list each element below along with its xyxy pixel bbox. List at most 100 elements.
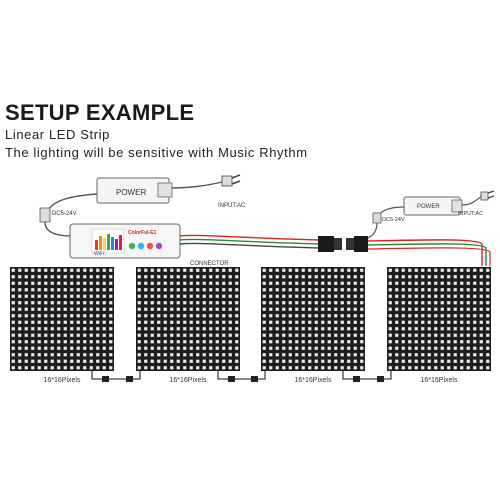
led-pixel: [18, 353, 22, 357]
led-pixel: [269, 346, 273, 350]
led-pixel: [288, 320, 292, 324]
led-pixel: [347, 340, 351, 344]
led-pixel: [24, 281, 28, 285]
led-pixel: [460, 288, 464, 292]
led-pixel: [215, 333, 219, 337]
led-pixel: [24, 327, 28, 331]
led-pixel: [340, 366, 344, 370]
led-pixel: [388, 288, 392, 292]
led-pixel: [340, 320, 344, 324]
led-pixel: [340, 359, 344, 363]
led-pixel: [109, 268, 113, 272]
led-pixel: [301, 327, 305, 331]
led-pixel: [434, 288, 438, 292]
led-pixel: [414, 281, 418, 285]
led-pixel: [163, 340, 167, 344]
led-pixel: [102, 333, 106, 337]
led-pixel: [427, 359, 431, 363]
led-pixel: [96, 340, 100, 344]
led-pixel: [31, 366, 35, 370]
led-pixel: [360, 275, 364, 279]
led-pixel: [408, 307, 412, 311]
led-pixel: [196, 275, 200, 279]
led-pixel: [340, 268, 344, 272]
led-pixel: [31, 294, 35, 298]
led-pixel: [209, 346, 213, 350]
led-pixel: [321, 327, 325, 331]
led-pixel: [321, 288, 325, 292]
led-pixel: [235, 301, 239, 305]
led-pixel: [460, 366, 464, 370]
led-pixel: [102, 301, 106, 305]
led-pixel: [96, 320, 100, 324]
led-pixel: [427, 288, 431, 292]
led-pixel: [275, 288, 279, 292]
led-pixel: [427, 307, 431, 311]
led-pixel: [447, 346, 451, 350]
led-pixel: [408, 327, 412, 331]
led-pixel: [327, 359, 331, 363]
led-pixel: [11, 314, 15, 318]
led-pixel: [76, 294, 80, 298]
led-pixel: [70, 359, 74, 363]
led-pixel: [334, 307, 338, 311]
led-pixel: [388, 301, 392, 305]
led-pixel: [282, 359, 286, 363]
led-pixel: [44, 275, 48, 279]
led-panel: 16*16Pixels: [261, 267, 365, 384]
led-pixel: [288, 275, 292, 279]
led-pixel: [144, 353, 148, 357]
led-pixel: [314, 275, 318, 279]
led-pixel: [144, 314, 148, 318]
led-pixel: [196, 366, 200, 370]
led-pixel: [11, 327, 15, 331]
led-pixel: [150, 359, 154, 363]
led-pixel: [150, 340, 154, 344]
led-pixel: [421, 353, 425, 357]
led-pixel: [196, 314, 200, 318]
led-pixel: [37, 307, 41, 311]
led-pixel: [76, 366, 80, 370]
led-pixel: [414, 320, 418, 324]
led-pixel: [170, 346, 174, 350]
led-pixel: [334, 294, 338, 298]
led-pixel: [137, 333, 141, 337]
led-pixel: [37, 366, 41, 370]
led-pixel: [222, 275, 226, 279]
led-pixel: [414, 301, 418, 305]
led-pixel: [308, 314, 312, 318]
led-pixel: [440, 340, 444, 344]
led-pixel: [157, 320, 161, 324]
led-pixel: [414, 333, 418, 337]
led-pixel: [202, 340, 206, 344]
led-pixel: [44, 281, 48, 285]
led-pixel: [408, 340, 412, 344]
led-pixel: [275, 340, 279, 344]
led-pixel: [308, 288, 312, 292]
led-pixel: [170, 268, 174, 272]
led-pixel: [360, 314, 364, 318]
led-pixel: [301, 281, 305, 285]
led-pixel: [295, 320, 299, 324]
led-pixel: [24, 366, 28, 370]
power-supply-right: POWER INPUT:AC DC5-24V: [367, 190, 495, 239]
led-pixel: [460, 346, 464, 350]
led-pixel: [466, 353, 470, 357]
led-pixel: [288, 268, 292, 272]
led-pixel: [466, 307, 470, 311]
led-pixel: [57, 288, 61, 292]
led-pixel: [37, 281, 41, 285]
led-pixel: [228, 340, 232, 344]
led-pixel: [334, 346, 338, 350]
led-pixel: [11, 346, 15, 350]
led-pixel: [334, 301, 338, 305]
led-pixel: [275, 307, 279, 311]
led-pixel: [83, 301, 87, 305]
led-pixel: [473, 320, 477, 324]
led-pixel: [137, 307, 141, 311]
led-pixel: [157, 359, 161, 363]
led-pixel: [235, 275, 239, 279]
power-supply-left: INPUT:AC POWER DC5-24V: [39, 174, 246, 237]
led-pixel: [434, 340, 438, 344]
led-pixel: [31, 359, 35, 363]
